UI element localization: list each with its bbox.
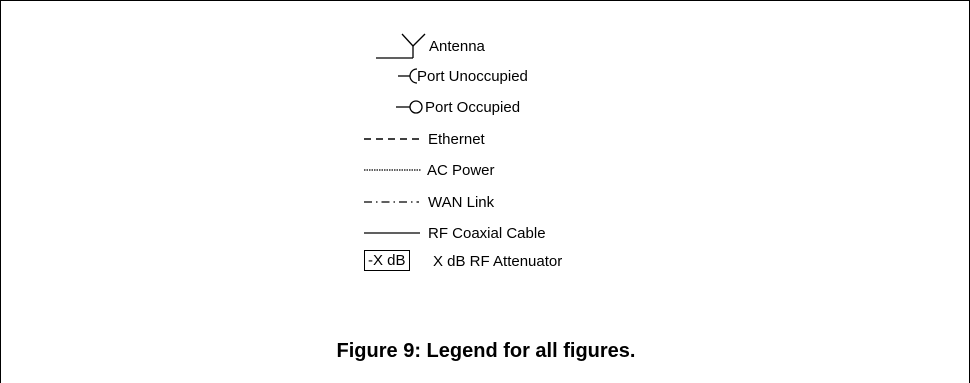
legend-label-wan-link: WAN Link: [428, 193, 495, 211]
legend-label-ac-power: AC Power: [427, 161, 495, 179]
attenuator-box-icon: -X dB: [364, 250, 410, 271]
rf-coax-line-icon: [364, 232, 420, 234]
antenna-icon: [376, 33, 426, 59]
ac-power-line-icon: [364, 169, 421, 171]
legend-item-antenna: Antenna: [376, 33, 485, 59]
port-unoccupied-icon: [398, 68, 418, 84]
legend-item-wan-link: WAN Link: [364, 191, 494, 213]
legend-item-port-unoccupied: Port Unoccupied: [398, 65, 528, 87]
legend-label-attenuator: X dB RF Attenuator: [433, 252, 563, 270]
legend-item-ethernet: Ethernet: [364, 128, 485, 150]
legend-label-ethernet: Ethernet: [428, 130, 485, 148]
legend-label-rf-coaxial-cable: RF Coaxial Cable: [428, 224, 546, 242]
legend-label-port-unoccupied: Port Unoccupied: [417, 67, 528, 85]
legend-item-attenuator: X dB RF Attenuator: [433, 250, 562, 272]
legend-item-port-occupied: Port Occupied: [396, 96, 520, 118]
legend-item-rf-coaxial-cable: RF Coaxial Cable: [364, 222, 546, 244]
legend-label-port-occupied: Port Occupied: [425, 98, 521, 116]
figure-caption: Figure 9: Legend for all figures.: [336, 340, 636, 362]
legend-item-ac-power: AC Power: [364, 159, 495, 181]
legend-label-antenna: Antenna: [429, 37, 485, 55]
wan-link-line-icon: [364, 201, 419, 203]
port-occupied-icon: [396, 100, 423, 114]
ethernet-line-icon: [364, 138, 424, 140]
